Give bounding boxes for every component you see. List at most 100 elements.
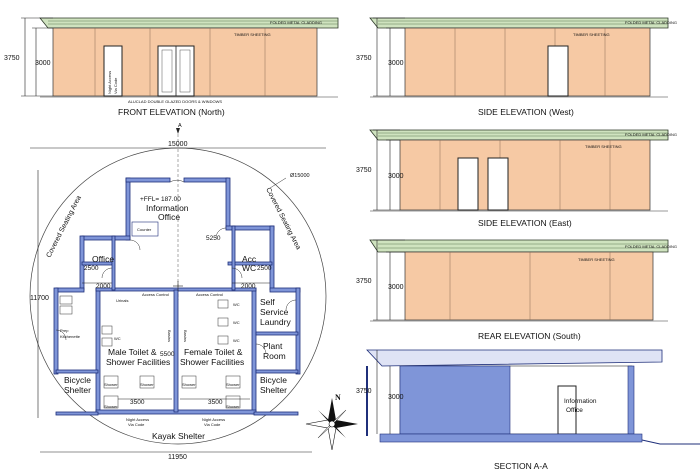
south-roof-label: FOLDED METAL CLADDING [625, 244, 677, 249]
section-dim-total: 3750 [356, 388, 372, 395]
section-a-a: 3750 3000 Information Office SECTION A-A [356, 349, 700, 471]
section-wall-left [399, 365, 511, 435]
dim-top: 15000 [168, 141, 188, 148]
office-label: Office [92, 254, 114, 264]
bicycle-left-label-2: Shelter [64, 385, 91, 395]
west-elevation: 3750 3000 FOLDED METAL CLADDING TIMBER S… [356, 17, 677, 117]
kayak-shelter-label: Kayak Shelter [152, 431, 205, 441]
shower-label-2: Shower [140, 382, 154, 387]
shower-label-3: Shower [182, 382, 196, 387]
dim-3500-right: 3500 [208, 399, 223, 406]
east-wall-label: TIMBER SHEETING [585, 144, 622, 149]
east-elevation: 3750 3000 FOLDED METAL CLADDING TIMBER S… [356, 129, 677, 228]
section-room-label-1: Information [564, 398, 597, 405]
east-roof [369, 129, 669, 141]
prep-label-1: Prep [60, 328, 69, 333]
front-roof-label: FOLDED METAL CLADDING [270, 20, 322, 25]
front-dim-wall: 3000 [35, 60, 51, 67]
front-wall-label: TIMBER SHEETING [234, 32, 271, 37]
south-dim-wall: 3000 [388, 284, 404, 291]
plan-fixtures [59, 295, 241, 409]
dim-office-2500: 2500 [84, 265, 99, 272]
wc-label-male: WC [114, 336, 121, 341]
section-room-label-2: Office [566, 407, 583, 414]
plan-door-swings [55, 179, 297, 355]
front-elevation: Night Access Via Code 3750 3000 FOLDED M… [4, 17, 339, 117]
west-elevation-caption: SIDE ELEVATION (West) [478, 107, 574, 117]
laundry-label-1: Self [260, 297, 275, 307]
basins-label-2: Basins [183, 330, 188, 342]
east-roof-label: FOLDED METAL CLADDING [625, 132, 677, 137]
bicycle-left-label-1: Bicycle [64, 375, 91, 385]
section-dim-wall: 3000 [388, 394, 404, 401]
south-wall [404, 251, 654, 321]
east-door-2 [487, 157, 509, 211]
dim-3500-left: 3500 [130, 399, 145, 406]
wc-label-female-2: WC [233, 320, 240, 325]
plant-room-label-2: Room [263, 351, 286, 361]
urinals-label: Urinals [116, 298, 128, 303]
ffl-label: +FFL= 187.00 [140, 196, 181, 203]
dim-5250: 5250 [206, 235, 221, 242]
acc-wc-label-1: Acc [242, 254, 257, 264]
west-dim-total: 3750 [356, 55, 372, 62]
south-wall-label: TIMBER SHEETING [578, 257, 615, 262]
east-dim-wall: 3000 [388, 173, 404, 180]
male-facilities-label-1: Male Toilet & [108, 347, 157, 357]
basins-label-1: Basins [167, 330, 172, 342]
east-elevation-caption: SIDE ELEVATION (East) [478, 218, 572, 228]
section-slab [379, 433, 643, 443]
bicycle-right-label-1: Bicycle [260, 375, 287, 385]
west-wall [404, 27, 651, 97]
front-roof [39, 17, 339, 29]
front-door-note-1: Night Access [107, 71, 112, 94]
north-arrow-icon: N [305, 393, 358, 451]
shower-label-6: Shower [226, 404, 240, 409]
west-dim-wall: 3000 [388, 60, 404, 67]
acc-wc-label-2: WC [242, 263, 256, 273]
front-door-note-2: Via Code [113, 77, 118, 94]
south-dim-total: 3750 [356, 278, 372, 285]
dim-left-2000: 2000 [96, 283, 111, 290]
laundry-label-2: Service [260, 307, 289, 317]
section-marker-label: A [178, 123, 182, 129]
dim-5500: 5500 [160, 351, 175, 358]
south-elevation: 3750 3000 FOLDED METAL CLADDING TIMBER S… [356, 239, 677, 341]
night-access-1-line1: Night Access [126, 417, 149, 422]
west-roof-label: FOLDED METAL CLADDING [625, 20, 677, 25]
shower-label-5: Shower [104, 404, 118, 409]
access-control-right: Access Control [196, 292, 223, 297]
svg-text:N: N [335, 393, 341, 402]
plan-walls [53, 177, 301, 416]
male-facilities-label-2: Shower Facilities [106, 357, 170, 367]
access-control-left: Access Control [142, 292, 169, 297]
front-footnote: ALUCLAD DOUBLE GLAZED DOORS & WINDOWS [128, 99, 222, 104]
front-door-night-access [103, 45, 123, 97]
east-wall [399, 139, 651, 211]
bicycle-right-label-2: Shelter [260, 385, 287, 395]
front-elevation-caption: FRONT ELEVATION (North) [118, 107, 225, 117]
plant-room-label-1: Plant [263, 341, 283, 351]
laundry-label-3: Laundry [260, 317, 291, 327]
west-roof [369, 17, 669, 29]
south-elevation-caption: REAR ELEVATION (South) [478, 331, 581, 341]
section-wall-right [627, 365, 635, 435]
west-door [547, 45, 569, 97]
counter-label: Counter [137, 227, 152, 232]
south-roof [369, 239, 669, 253]
info-office-label-1: Information [146, 203, 189, 213]
west-wall-label: TIMBER SHEETING [573, 32, 610, 37]
info-office-label-2: Office [158, 212, 180, 222]
seating-label-left: Covered Seating Area [46, 195, 83, 259]
front-dim-total: 3750 [4, 55, 20, 62]
dim-right-2000: 2000 [241, 283, 256, 290]
diameter-label: Ø15000 [290, 173, 310, 179]
dim-bottom: 11950 [168, 454, 187, 461]
night-access-2-line1: Night Access [202, 417, 225, 422]
wc-label-female-3: WC [233, 338, 240, 343]
female-facilities-label-2: Shower Facilities [180, 357, 244, 367]
night-access-2-line2: Via Code [204, 422, 221, 427]
dim-left: 11700 [30, 295, 49, 302]
section-roof [366, 349, 663, 367]
